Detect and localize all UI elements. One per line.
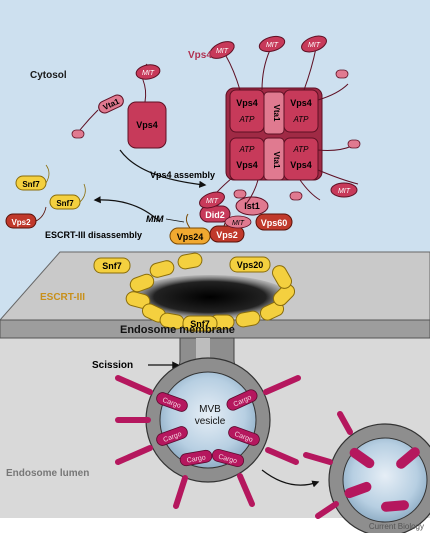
- vps4-monomer-label: Vps4: [136, 120, 158, 130]
- mit-label: MIT: [308, 42, 321, 49]
- mim-label: MIM: [146, 214, 164, 224]
- escrt-disassembly-arrow: [93, 196, 161, 223]
- snf7-ring-label-1: Snf7: [102, 261, 122, 271]
- vps4-subunit-label: Vps4: [290, 98, 312, 108]
- escrt-disassembly-label: ESCRT-III disassembly: [45, 230, 142, 240]
- vps60-label: Vps60: [261, 218, 288, 228]
- vps2-free-label: Vps2: [11, 218, 31, 227]
- vta1-monomer: Vta1: [71, 94, 124, 139]
- mit-label: MIT: [216, 48, 229, 55]
- snf7-free-label-1: Snf7: [22, 180, 40, 189]
- vps4-assembly-arrow: [119, 149, 207, 188]
- vta1-complex-label-top: Vta1: [272, 105, 281, 122]
- mvb-vesicle-released: [303, 411, 430, 533]
- vps20-label: Vps20: [237, 260, 264, 270]
- vps4-monomer: MIT Vps4: [127, 63, 167, 149]
- atp-label: ATP: [293, 145, 310, 154]
- credit-label: Current Biology: [369, 522, 424, 531]
- atp-label: ATP: [293, 115, 310, 124]
- atp-label: ATP: [239, 145, 256, 154]
- vps4-subunit-label: Vps4: [236, 160, 258, 170]
- vps4-assembly-label: Vps4 assembly: [150, 170, 215, 180]
- vps4-subunit-label: Vps4: [236, 98, 258, 108]
- mit-label: MIT: [142, 70, 155, 77]
- vps4-title: Vps4: [188, 50, 212, 61]
- vta1-complex-label-bottom: Vta1: [272, 152, 281, 169]
- cargo-label: Cargo: [217, 454, 237, 466]
- vps24-label: Vps24: [177, 232, 204, 242]
- mit-label: MIT: [266, 42, 279, 49]
- vps2-complex-label: Vps2: [216, 230, 238, 240]
- escrt-iii-ring: Snf7 Snf7 Vps20: [93, 252, 296, 332]
- mvb-vesicle-large: Cargo Cargo Cargo Cargo Cargo Cargo: [115, 357, 301, 509]
- did2-label: Did2: [205, 210, 225, 220]
- cargo-spikes: [115, 375, 301, 509]
- ist1-label: Ist1: [244, 201, 260, 211]
- snf7-ring-label-2: Snf7: [190, 319, 210, 329]
- disassembled-escrt-subunits: Snf7 Snf7 Vps2: [5, 164, 86, 229]
- mit-label: MIT: [338, 188, 351, 195]
- escrt-iii-label: ESCRT-III: [40, 292, 85, 303]
- snf7-free-label-2: Snf7: [56, 199, 74, 208]
- vps4-subunit-label: Vps4: [290, 160, 312, 170]
- atp-label: ATP: [239, 115, 256, 124]
- vps4-hexamer: Vta1 Vta1 Vps4 Vps4 ATP ATP ATP ATP Vps4…: [199, 35, 361, 209]
- mvb-label-line2: vesicle: [195, 416, 226, 427]
- membrane-pore: [130, 275, 290, 319]
- cargo-label: Cargo: [186, 454, 206, 464]
- membrane-label: Endosome membrane: [120, 324, 235, 336]
- endosome-lumen-label: Endosome lumen: [6, 468, 89, 479]
- mit-label: MIT: [206, 198, 219, 205]
- mit-small-label: MIT: [232, 220, 245, 227]
- scission-label: Scission: [92, 360, 133, 371]
- release-arrow: [261, 469, 320, 488]
- cargo-pills: Cargo Cargo Cargo Cargo Cargo Cargo: [156, 389, 260, 467]
- mvb-label-line1: MVB: [199, 404, 221, 415]
- cytosol-label: Cytosol: [30, 70, 67, 81]
